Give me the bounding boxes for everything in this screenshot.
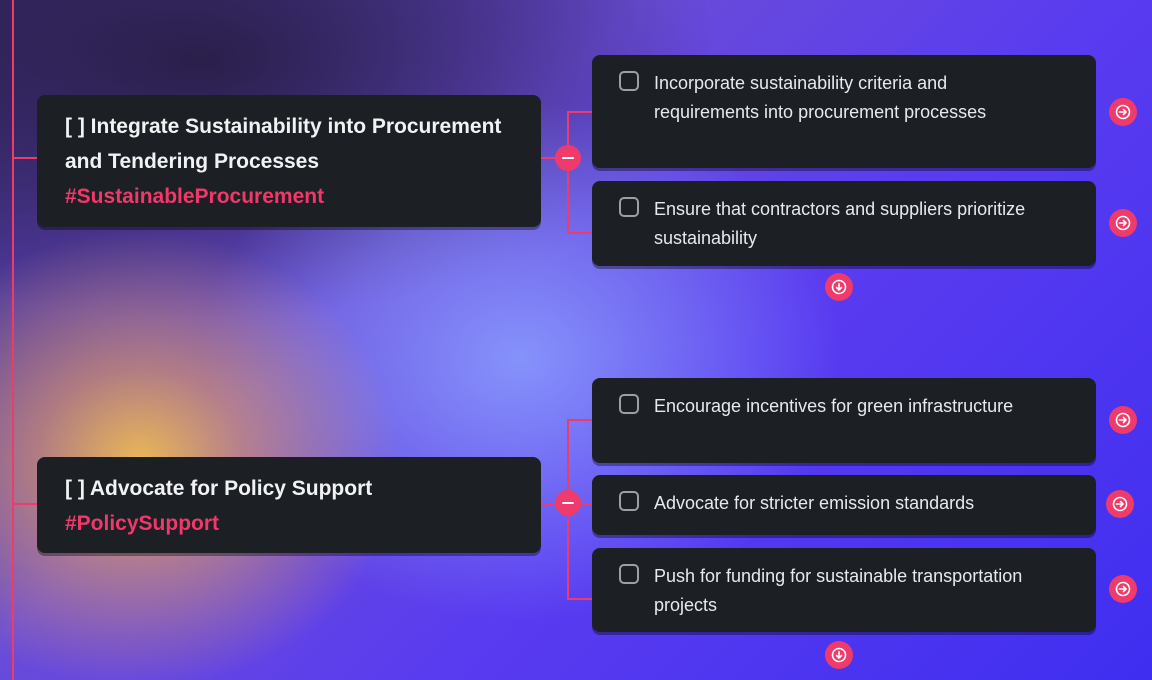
child-node-text: Push for funding for sustainable transpo… (654, 566, 1023, 615)
checkbox-icon[interactable] (619, 394, 639, 414)
child-node[interactable]: Ensure that contractors and suppliers pr… (592, 181, 1096, 266)
collapse-toggle[interactable] (555, 145, 581, 171)
checkbox-icon[interactable] (619, 491, 639, 511)
connector (567, 232, 592, 234)
child-node[interactable]: Push for funding for sustainable transpo… (592, 548, 1096, 632)
tree-rail (12, 0, 14, 680)
parent-node-title: [ ] Advocate for Policy Support (65, 477, 373, 500)
arrow-right-icon (1115, 412, 1131, 428)
arrow-right-icon (1112, 496, 1128, 512)
show-more-button[interactable] (825, 273, 853, 301)
arrow-down-icon (831, 279, 847, 295)
child-node[interactable]: Incorporate sustainability criteria and … (592, 55, 1096, 168)
arrow-right-icon (1115, 581, 1131, 597)
minus-icon (562, 502, 574, 504)
connector (567, 419, 592, 421)
connector (12, 503, 37, 505)
hashtag[interactable]: #PolicySupport (65, 512, 220, 535)
hashtag[interactable]: #SustainableProcurement (65, 185, 325, 208)
arrow-right-icon (1115, 215, 1131, 231)
open-button[interactable] (1106, 490, 1134, 518)
child-node-text: Advocate for stricter emission standards (654, 493, 975, 513)
child-node-text: Ensure that contractors and suppliers pr… (654, 199, 1026, 248)
open-button[interactable] (1109, 209, 1137, 237)
parent-node-title: [ ] Integrate Sustainability into Procur… (65, 115, 502, 173)
connector (567, 598, 592, 600)
child-node[interactable]: Encourage incentives for green infrastru… (592, 378, 1096, 463)
connector (541, 503, 568, 505)
show-more-button[interactable] (825, 641, 853, 669)
parent-node[interactable]: [ ] Integrate Sustainability into Procur… (37, 95, 541, 227)
arrow-down-icon (831, 647, 847, 663)
arrow-right-icon (1115, 104, 1131, 120)
open-button[interactable] (1109, 575, 1137, 603)
minus-icon (562, 157, 574, 159)
child-node-text: Encourage incentives for green infrastru… (654, 396, 1014, 416)
connector (541, 157, 568, 159)
connector (567, 111, 569, 233)
checkbox-icon[interactable] (619, 564, 639, 584)
connector (12, 157, 37, 159)
checkbox-icon[interactable] (619, 71, 639, 91)
checkbox-icon[interactable] (619, 197, 639, 217)
child-node-text: Incorporate sustainability criteria and … (654, 73, 987, 122)
collapse-toggle[interactable] (555, 490, 581, 516)
child-node[interactable]: Advocate for stricter emission standards (592, 475, 1096, 535)
open-button[interactable] (1109, 406, 1137, 434)
parent-node[interactable]: [ ] Advocate for Policy Support #PolicyS… (37, 457, 541, 553)
open-button[interactable] (1109, 98, 1137, 126)
connector (567, 111, 592, 113)
